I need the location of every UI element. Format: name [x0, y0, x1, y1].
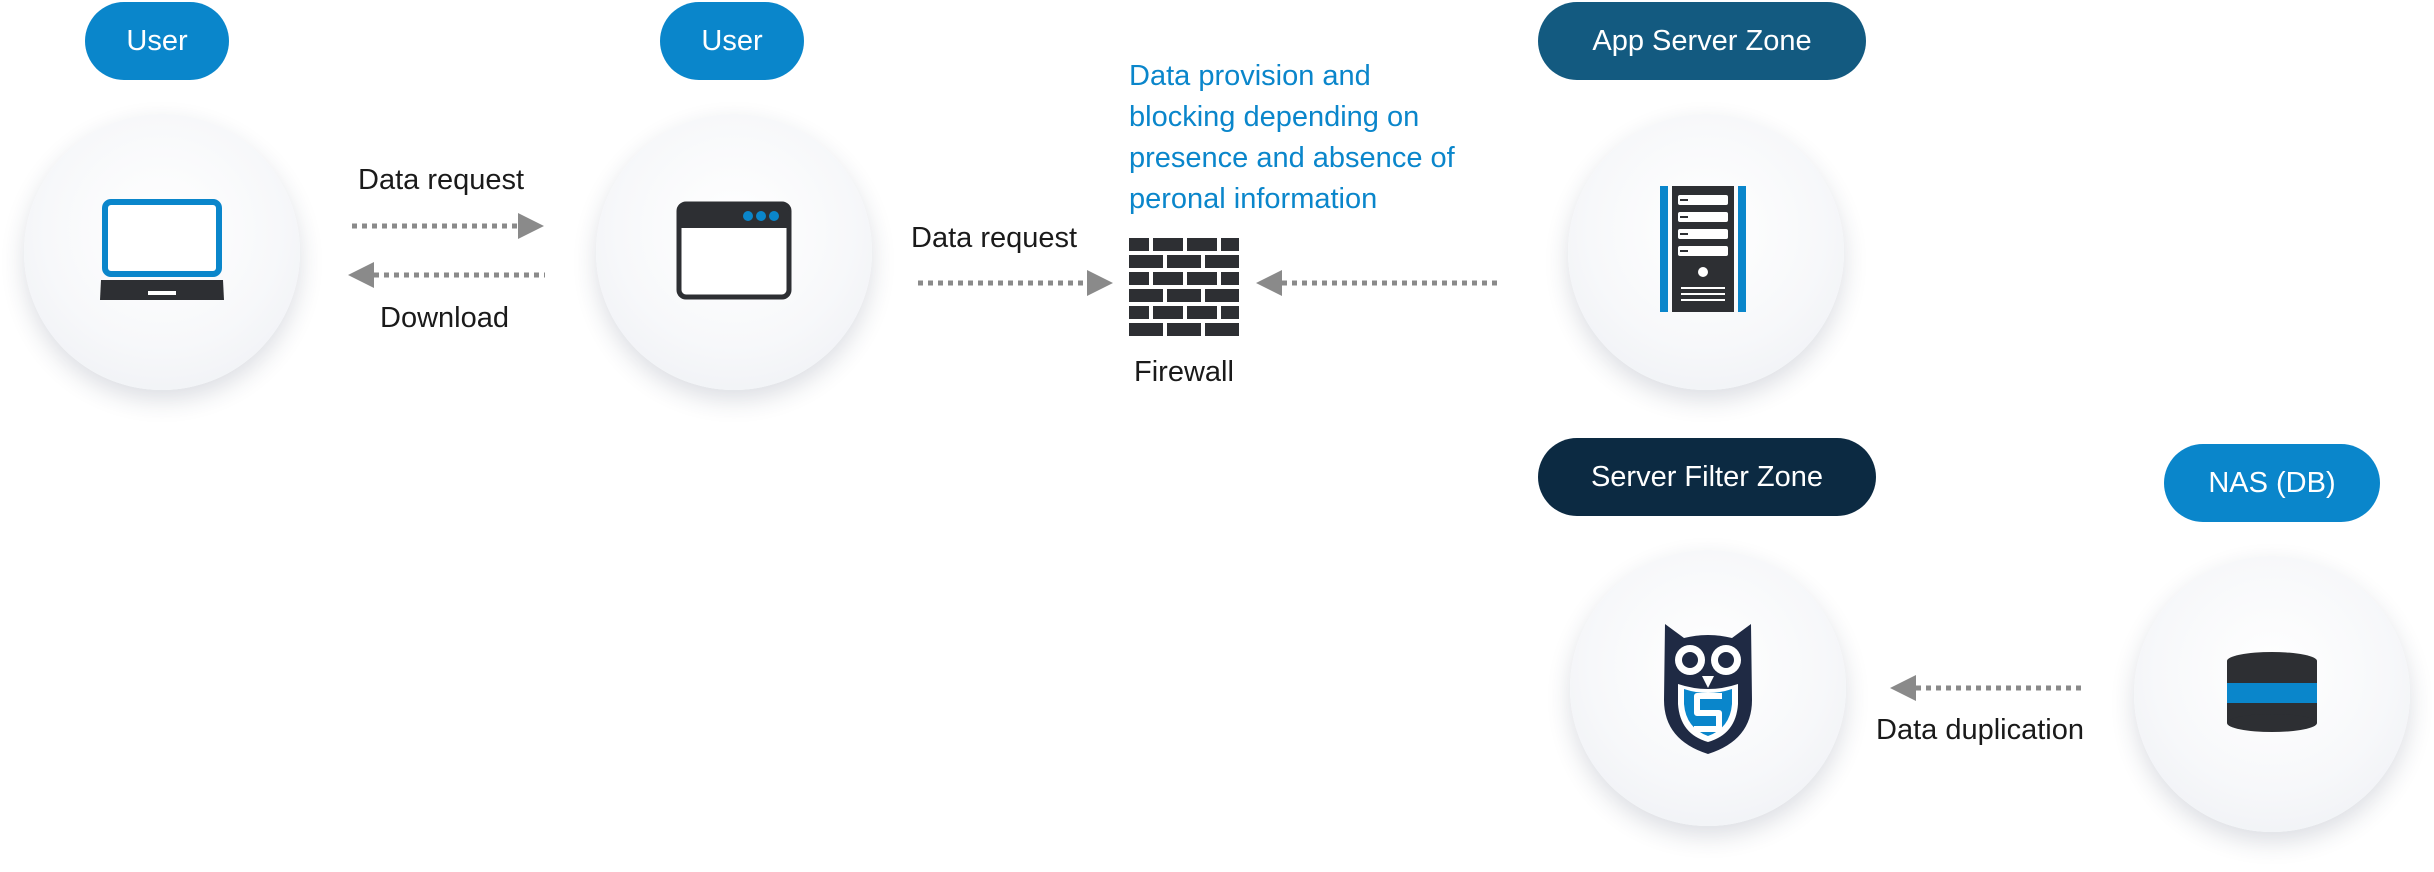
firewall-policy-note: Data provision and blocking depending on…: [1129, 56, 1455, 220]
firewall-icon: [1129, 238, 1239, 336]
app-server-zone-pill: App Server Zone: [1538, 2, 1866, 80]
arrow-user-to-user: [352, 213, 544, 239]
data-duplication-label: Data duplication: [1876, 714, 2084, 746]
arrow-app-server-to-firewall: [1256, 270, 1500, 296]
database-icon: [2227, 652, 2317, 732]
note-line-4: peronal information: [1129, 183, 1378, 215]
app-server-zone-label: App Server Zone: [1592, 24, 1812, 57]
note-line-1: Data provision and: [1129, 60, 1371, 92]
user-pill-1: User: [85, 2, 229, 80]
firewall-label: Firewall: [1134, 356, 1234, 388]
user-to-firewall-request-label: Data request: [911, 222, 1078, 254]
browser-window-icon: [676, 201, 792, 300]
user-pill-2-label: User: [701, 24, 763, 57]
arrow-user-to-firewall: [918, 270, 1113, 296]
owl-shield-icon: [1664, 624, 1752, 754]
server-tower-icon: [1660, 186, 1746, 312]
note-line-3: presence and absence of: [1129, 142, 1455, 174]
server-filter-zone-label: Server Filter Zone: [1590, 460, 1824, 493]
arrow-download: [348, 262, 545, 288]
arrow-nas-to-filter: [1890, 675, 2086, 701]
user-pill-1-label: User: [126, 24, 188, 57]
download-label: Download: [380, 302, 509, 334]
user-to-user-request-label: Data request: [358, 164, 525, 196]
user-pill-2: User: [660, 2, 804, 80]
laptop-icon: [100, 199, 224, 300]
note-line-2: blocking depending on: [1129, 101, 1420, 133]
nas-db-label: NAS (DB): [2208, 466, 2336, 499]
nas-db-pill: NAS (DB): [2164, 444, 2380, 522]
server-filter-zone-pill: Server Filter Zone: [1538, 438, 1876, 516]
